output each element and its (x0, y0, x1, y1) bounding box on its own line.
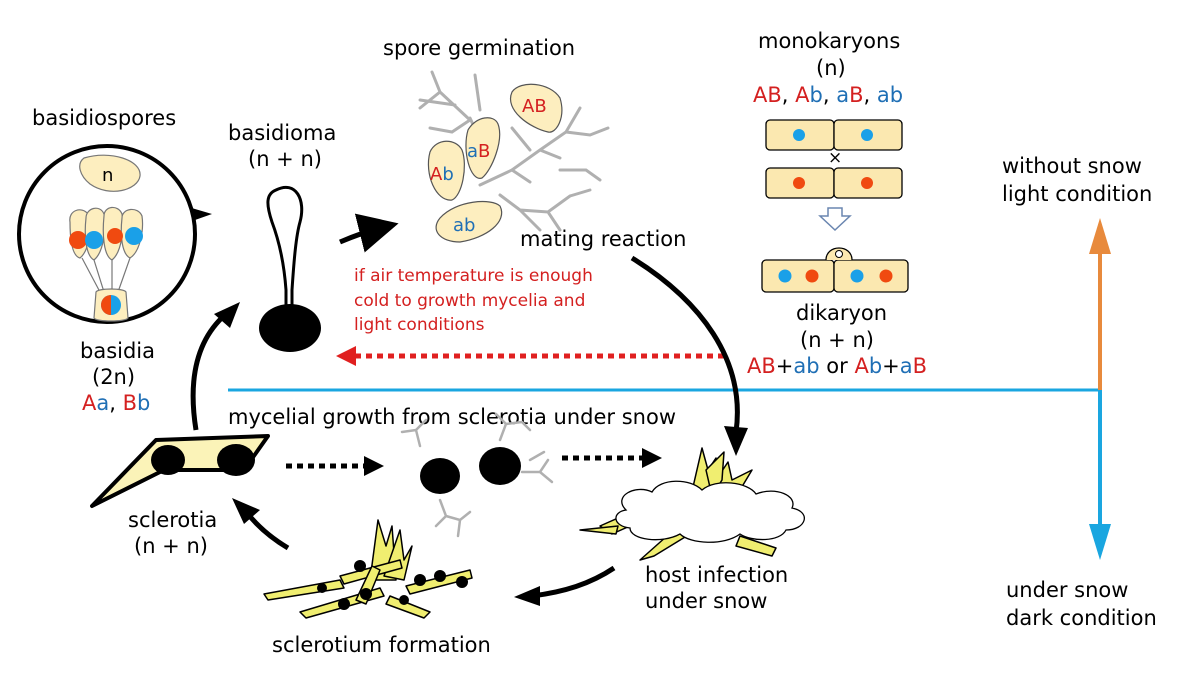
host-infection-label: host infection (645, 563, 788, 587)
sclerotia-illustration (90, 434, 270, 508)
spore-Ab-label: Ab (430, 164, 454, 185)
spore-aB-label: aB (467, 141, 490, 162)
dotted-arrowhead-2-icon (642, 448, 662, 468)
basidia-genotypes: Aa, Bb (82, 391, 150, 415)
spore-Ab (427, 140, 465, 201)
hollow-down-arrow-icon (818, 207, 852, 232)
dark-condition-label: dark condition (1006, 606, 1157, 630)
arrow-basidioma-to-spores (339, 213, 399, 253)
basidia-ploidy: (2n) (92, 365, 135, 389)
sclerotia-ploidy: (n + n) (134, 534, 208, 558)
arrowhead-infection-icon (724, 426, 748, 456)
mating-reaction-label: mating reaction (520, 227, 686, 251)
red-arrowhead-icon (336, 346, 356, 366)
basidia-label: basidia (80, 339, 155, 363)
condition-note-line-1: if air temperature is enough (354, 266, 593, 286)
basidioma-illustration (259, 185, 321, 352)
dikaryon-genotypes: AB+ab or Ab+aB (747, 354, 927, 378)
basidioma-label: basidioma (228, 121, 336, 145)
monokaryons-ploidy: (n) (816, 56, 846, 80)
spore-germination-illustration: AB aB Ab ab (418, 70, 610, 243)
monokaryon-hyphae: × (765, 119, 903, 199)
condition-note-line-3: light conditions (354, 315, 485, 335)
blue-arrowhead-icon (1089, 524, 1111, 560)
spore-AB (509, 83, 563, 133)
host-infection-illustration (579, 447, 805, 561)
sclerotia-label: sclerotia (128, 508, 217, 532)
arrowhead-sclerotia-icon (232, 498, 260, 524)
cross-symbol: × (828, 148, 842, 168)
dikaryon-hypha (761, 247, 909, 293)
snow-cloud (615, 480, 805, 543)
dotted-arrowhead-1-icon (364, 456, 384, 476)
arrow-mating-to-infection (630, 255, 740, 433)
basidiospores-label: basidiospores (32, 106, 176, 130)
monokaryon-genotypes: AB, Ab, aB, ab (753, 83, 903, 107)
spore-aB (465, 117, 501, 179)
mycelial-growth-label: mycelial growth from sclerotia under sno… (228, 405, 676, 429)
under-snow-label: under snow (1006, 578, 1128, 602)
spore-AB-label: AB (522, 96, 547, 117)
basidiospores-inset: n (17, 144, 212, 324)
arrowhead-formation-icon (514, 586, 540, 606)
basidioma-ploidy: (n + n) (248, 147, 322, 171)
arrow-sclerotia-to-basidioma (190, 312, 228, 431)
without-snow-label: without snow (1002, 154, 1142, 178)
spore-ab (435, 200, 503, 243)
sclerotium-formation-label: sclerotium formation (272, 633, 491, 657)
arrow-infection-to-formation (531, 565, 616, 599)
spore-ab-label: ab (453, 215, 475, 236)
dikaryon-label: dikaryon (796, 301, 887, 325)
spore-n-label: n (102, 165, 113, 186)
orange-arrowhead-icon (1089, 218, 1111, 254)
arrow-formation-to-sclerotia (246, 512, 290, 551)
host-infection-label-2: under snow (645, 589, 767, 613)
dikaryon-ploidy: (n + n) (800, 328, 874, 352)
monokaryons-label: monokaryons (758, 29, 900, 53)
mycelial-sclerotia-illustration (400, 412, 554, 538)
arrowhead-basidioma-icon (214, 302, 240, 328)
light-condition-label: light condition (1002, 182, 1152, 206)
spore-germination-label: spore germination (383, 36, 575, 60)
condition-note-line-2: cold to growth mycelia and (354, 291, 585, 311)
sclerotium-formation-illustration (263, 519, 473, 619)
